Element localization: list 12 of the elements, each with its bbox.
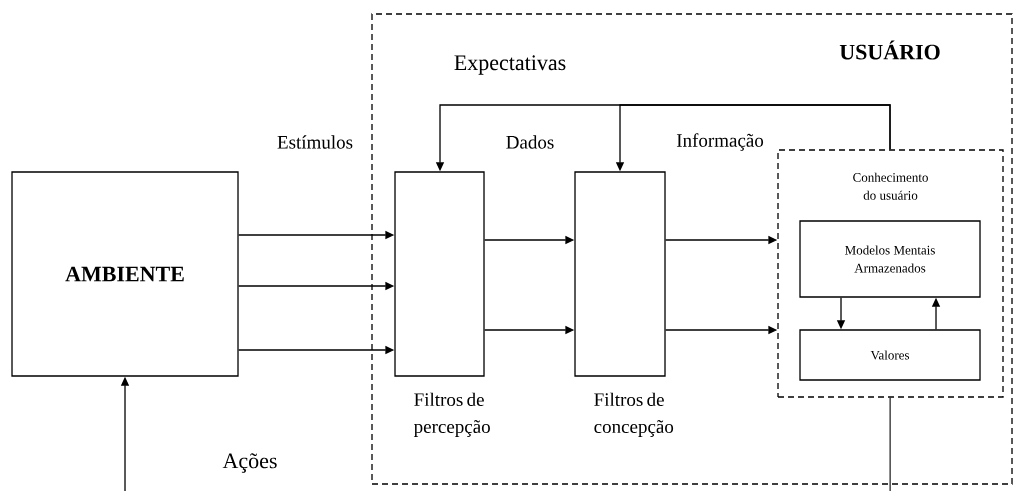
process-box: Valores: [799, 329, 981, 381]
process-box: AMBIENTE: [11, 171, 239, 377]
filter-box: Filtros de concepção: [574, 171, 674, 437]
flow-label: Expectativas: [454, 55, 566, 75]
node-label: Filtros de percepção: [413, 392, 490, 437]
flow-label: Ações: [222, 453, 277, 473]
process-box: Modelos Mentais Armazenados: [799, 220, 981, 298]
node-label: Filtros de concepção: [594, 392, 674, 437]
flow-label: Dados: [506, 135, 554, 149]
flow-label: Informação: [676, 133, 764, 151]
flow-label: Estímulos: [277, 135, 353, 149]
filter-box: Filtros de percepção: [394, 171, 490, 437]
